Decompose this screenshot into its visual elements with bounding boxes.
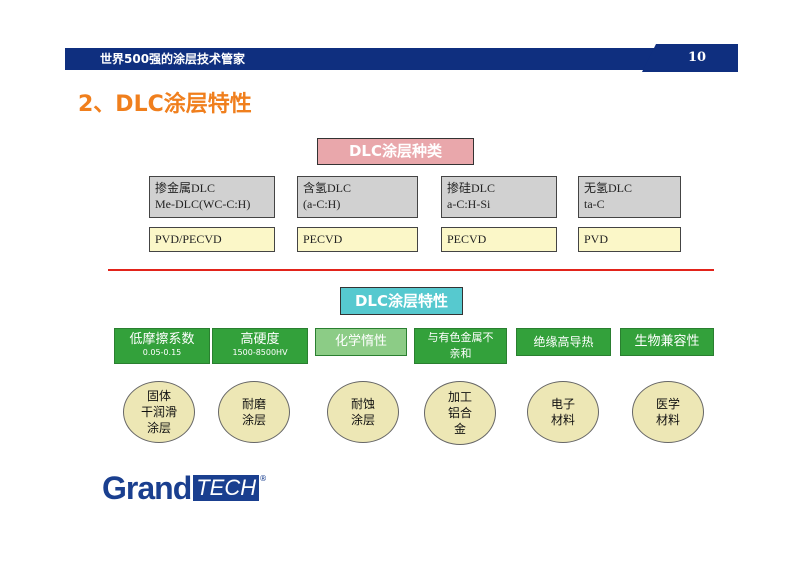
type-name: 掺硅DLC <box>447 181 496 195</box>
process-box: PECVD <box>441 227 557 252</box>
type-box-hydrogenated: 含氢DLC (a-C:H) <box>297 176 418 218</box>
type-box-hydrogen-free: 无氢DLC ta-C <box>578 176 681 218</box>
application-solid-lubrication: 固体 干润滑 涂层 <box>123 381 195 443</box>
header-slogan: 世界500强的涂层技术管家 <box>100 52 246 66</box>
application-medical-materials: 医学 材料 <box>632 381 704 443</box>
application-aluminum-machining: 加工 铝合 金 <box>424 381 496 445</box>
application-wear-resistant: 耐磨 涂层 <box>218 381 290 443</box>
coating-types-label: DLC涂层种类 <box>317 138 474 165</box>
coating-properties-label: DLC涂层特性 <box>340 287 463 315</box>
logo-registered-mark: ® <box>259 474 268 483</box>
logo-tech-text: TECH <box>193 475 260 501</box>
property-label: 高硬度 <box>240 332 280 347</box>
type-name: 无氢DLC <box>584 181 633 195</box>
property-nonferrous-nonaffinity: 与有色金属不 亲和 <box>414 328 507 364</box>
application-label: 耐蚀 涂层 <box>350 397 375 427</box>
property-biocompatibility: 生物兼容性 <box>620 328 714 356</box>
application-label: 固体 干润滑 涂层 <box>140 389 177 435</box>
application-electronic-materials: 电子 材料 <box>527 381 599 443</box>
type-formula: a-C:H-Si <box>447 197 491 211</box>
process-box: PVD <box>578 227 681 252</box>
property-value: 1500-8500HV <box>232 348 288 357</box>
process-box: PECVD <box>297 227 418 252</box>
property-value: 0.05-0.15 <box>142 348 182 357</box>
type-name: 掺金属DLC <box>155 181 216 195</box>
slide-title: 2、DLC涂层特性 <box>78 92 252 117</box>
type-formula: ta-C <box>584 197 605 211</box>
type-box-silicon-doped: 掺硅DLC a-C:H-Si <box>441 176 557 218</box>
property-label: 低摩擦系数 <box>129 332 195 347</box>
application-label: 医学 材料 <box>655 397 680 427</box>
application-label: 加工 铝合 金 <box>447 390 472 436</box>
property-low-friction: 低摩擦系数 0.05-0.15 <box>114 328 210 364</box>
application-label: 电子 材料 <box>550 397 575 427</box>
type-formula: (a-C:H) <box>303 197 341 211</box>
type-box-metal-doped: 掺金属DLC Me-DLC(WC-C:H) <box>149 176 275 218</box>
type-name: 含氢DLC <box>303 181 352 195</box>
application-corrosion-resistant: 耐蚀 涂层 <box>327 381 399 443</box>
page-number: 10 <box>687 50 707 65</box>
application-label: 耐磨 涂层 <box>241 397 266 427</box>
property-insulating-conductive: 绝缘高导热 <box>516 328 611 356</box>
logo-grand-text: Grand <box>102 470 192 506</box>
section-divider <box>108 269 714 271</box>
property-high-hardness: 高硬度 1500-8500HV <box>212 328 308 364</box>
property-chemical-inertness: 化学惰性 <box>315 328 407 356</box>
page-number-tab <box>642 44 738 72</box>
process-box: PVD/PECVD <box>149 227 275 252</box>
type-formula: Me-DLC(WC-C:H) <box>155 197 251 211</box>
